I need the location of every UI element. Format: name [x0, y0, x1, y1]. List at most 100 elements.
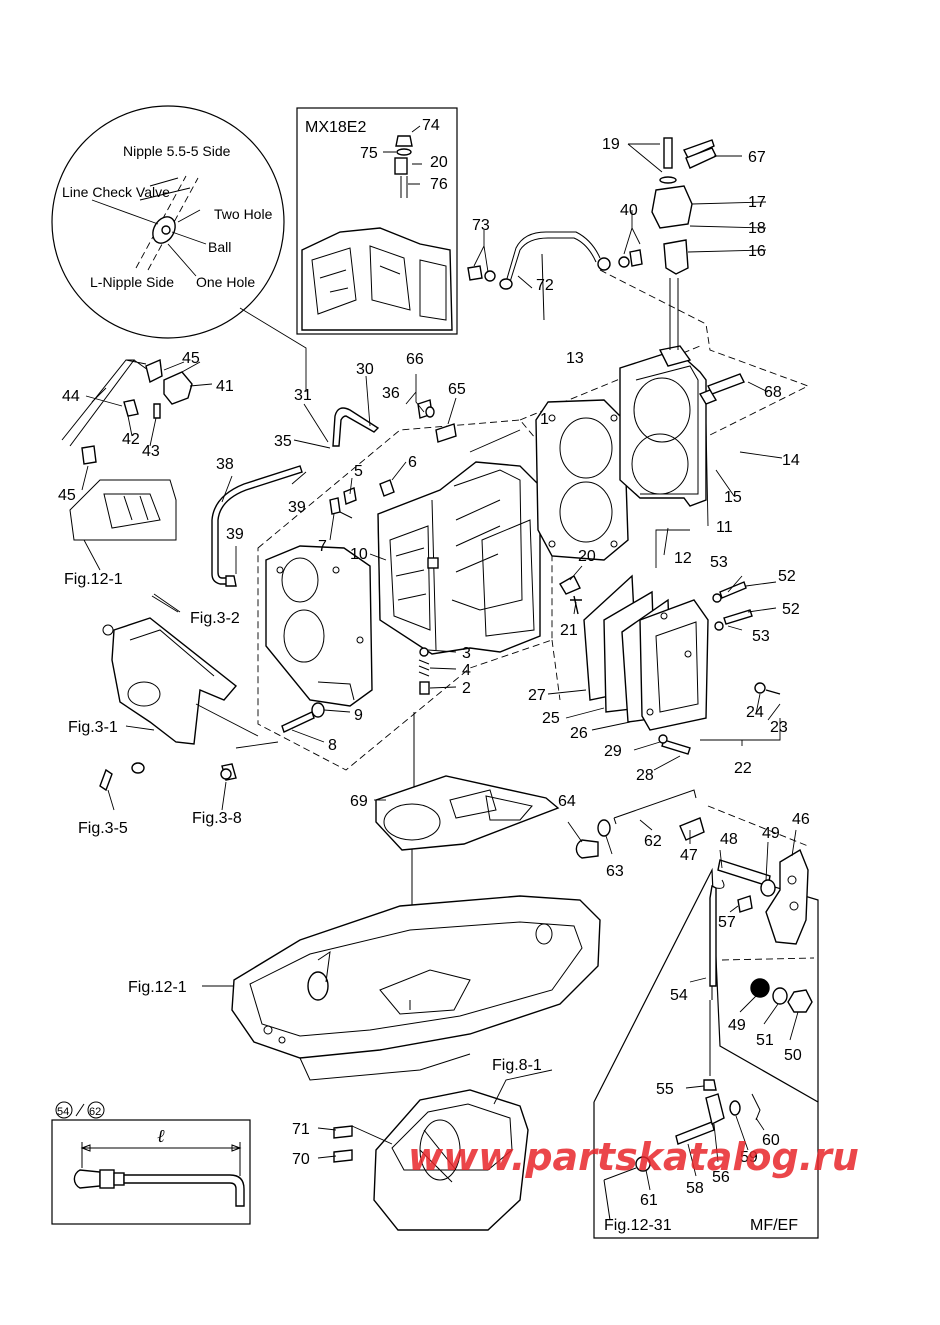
part-number: 47	[680, 847, 698, 864]
part-number: 50	[784, 1047, 802, 1064]
cylinder-head	[619, 345, 745, 507]
fig12-1-top-ref: Fig.12-1	[64, 571, 123, 588]
plate-bolts	[712, 581, 781, 695]
line-check-valve-inset: Nipple 5.5-5 Side Line Check Valve Two H…	[51, 105, 285, 339]
part-number: 11	[716, 519, 733, 536]
mx18e2-title: MX18E2	[305, 119, 366, 136]
nipple-side-label: Nipple 5.5-5 Side	[123, 143, 231, 159]
part-number: 22	[734, 760, 752, 777]
part-number: 41	[216, 378, 234, 395]
part-number: 66	[406, 351, 424, 368]
part-number: 7	[318, 538, 327, 555]
part-number: 48	[720, 831, 738, 848]
block-small-parts	[281, 479, 430, 940]
part-number: 51	[756, 1032, 774, 1049]
part-number: 19	[602, 136, 620, 153]
part-number: 53	[710, 554, 728, 571]
two-hole-label: Two Hole	[214, 206, 273, 222]
leader-lines	[81, 143, 799, 1191]
part-number: 18	[748, 220, 766, 237]
mfef-title: MF/EF	[750, 1217, 798, 1234]
l-nipple-side-label: L-Nipple Side	[90, 274, 174, 290]
part-number: 76	[430, 176, 448, 193]
part-number: 45	[58, 487, 76, 504]
part-number: 68	[764, 384, 782, 401]
fig3-2-ref: Fig.3-2	[190, 610, 240, 627]
head-gasket	[535, 399, 629, 561]
part-number: 61	[640, 1192, 658, 1209]
part-number: 64	[558, 793, 576, 810]
part-number: 29	[604, 743, 622, 760]
part-number: 27	[528, 687, 546, 704]
ball-label: Ball	[208, 239, 231, 255]
fig3-8-ref: Fig.3-8	[192, 810, 242, 827]
part-number: 57	[718, 914, 736, 931]
watermark: www.partskatalog.ru	[408, 1135, 859, 1179]
fig3-1-ref: Fig.3-1	[68, 719, 118, 736]
part-number: 17	[748, 194, 766, 211]
assembly-dash-box	[257, 419, 553, 771]
mf-ef-inset: MF/EF Fig.12-31	[593, 867, 819, 1239]
one-hole-label: One Hole	[196, 274, 255, 290]
fig3-5-ref: Fig.3-5	[78, 820, 128, 837]
part-number: 74	[422, 117, 440, 134]
part-number: 30	[356, 361, 374, 378]
part-number: 9	[354, 707, 363, 724]
part-number: 39	[226, 526, 244, 543]
part-number: 71	[292, 1121, 310, 1138]
part-number: 44	[62, 388, 80, 405]
part-number: 52	[778, 568, 796, 585]
part-number: 20	[578, 548, 596, 565]
part-number: 28	[636, 767, 654, 784]
part-number: 56	[712, 1169, 730, 1186]
part-number: 12	[674, 550, 692, 567]
pipe-caption-b: 62	[89, 1106, 101, 1118]
part-number: 58	[686, 1180, 704, 1197]
part-number: 42	[122, 431, 140, 448]
part-number: 39	[288, 499, 306, 516]
part-number: 72	[536, 277, 554, 294]
part-number: 35	[274, 433, 292, 450]
part-number: 40	[620, 202, 638, 219]
ground-cable	[467, 231, 643, 321]
pipe-caption-a: 54	[57, 1106, 69, 1118]
part-number: 36	[382, 385, 400, 402]
fig8-1-ref: Fig.8-1	[492, 1057, 542, 1074]
part-number: 73	[472, 217, 490, 234]
fig12-31-ref: Fig.12-31	[604, 1217, 672, 1234]
part-number: 31	[294, 387, 312, 404]
part-number: 1	[540, 411, 549, 428]
linkage-parts	[417, 147, 815, 1091]
pipe-dimension-inset: 54 62 ℓ	[51, 1101, 251, 1225]
part-number: 6	[408, 454, 417, 471]
part-number: 75	[360, 145, 378, 162]
part-number: 59	[740, 1149, 758, 1166]
lower-cover	[231, 895, 601, 1081]
part-number: 46	[792, 811, 810, 828]
thermostat-group	[651, 137, 715, 350]
part-number: 43	[142, 443, 160, 460]
intake-manifold	[99, 617, 238, 792]
drive-housing	[333, 1089, 529, 1231]
part-number: 10	[350, 546, 368, 563]
part-number: 49	[728, 1017, 746, 1034]
length-symbol: ℓ	[157, 1126, 165, 1147]
part-number: 52	[782, 601, 800, 618]
part-number: 20	[430, 154, 448, 171]
part-number: 23	[770, 719, 788, 736]
part-number: 24	[746, 704, 764, 721]
part-number-labels: 1 2 3 4 5 6 7 8 9 10 11 12 13 14 15 16 1…	[58, 117, 810, 1209]
part-number: 67	[748, 149, 766, 166]
part-number: 60	[762, 1132, 780, 1149]
part-number: 2	[462, 680, 471, 697]
base-gasket	[375, 775, 560, 851]
part-number: 25	[542, 710, 560, 727]
part-number: 69	[350, 793, 368, 810]
part-number: 26	[570, 725, 588, 742]
cylinder-block	[377, 461, 541, 655]
mx18e2-inset: MX18E2	[296, 107, 458, 335]
water-hoses	[211, 407, 380, 587]
part-number: 45	[182, 350, 200, 367]
part-number: 54	[670, 987, 688, 1004]
